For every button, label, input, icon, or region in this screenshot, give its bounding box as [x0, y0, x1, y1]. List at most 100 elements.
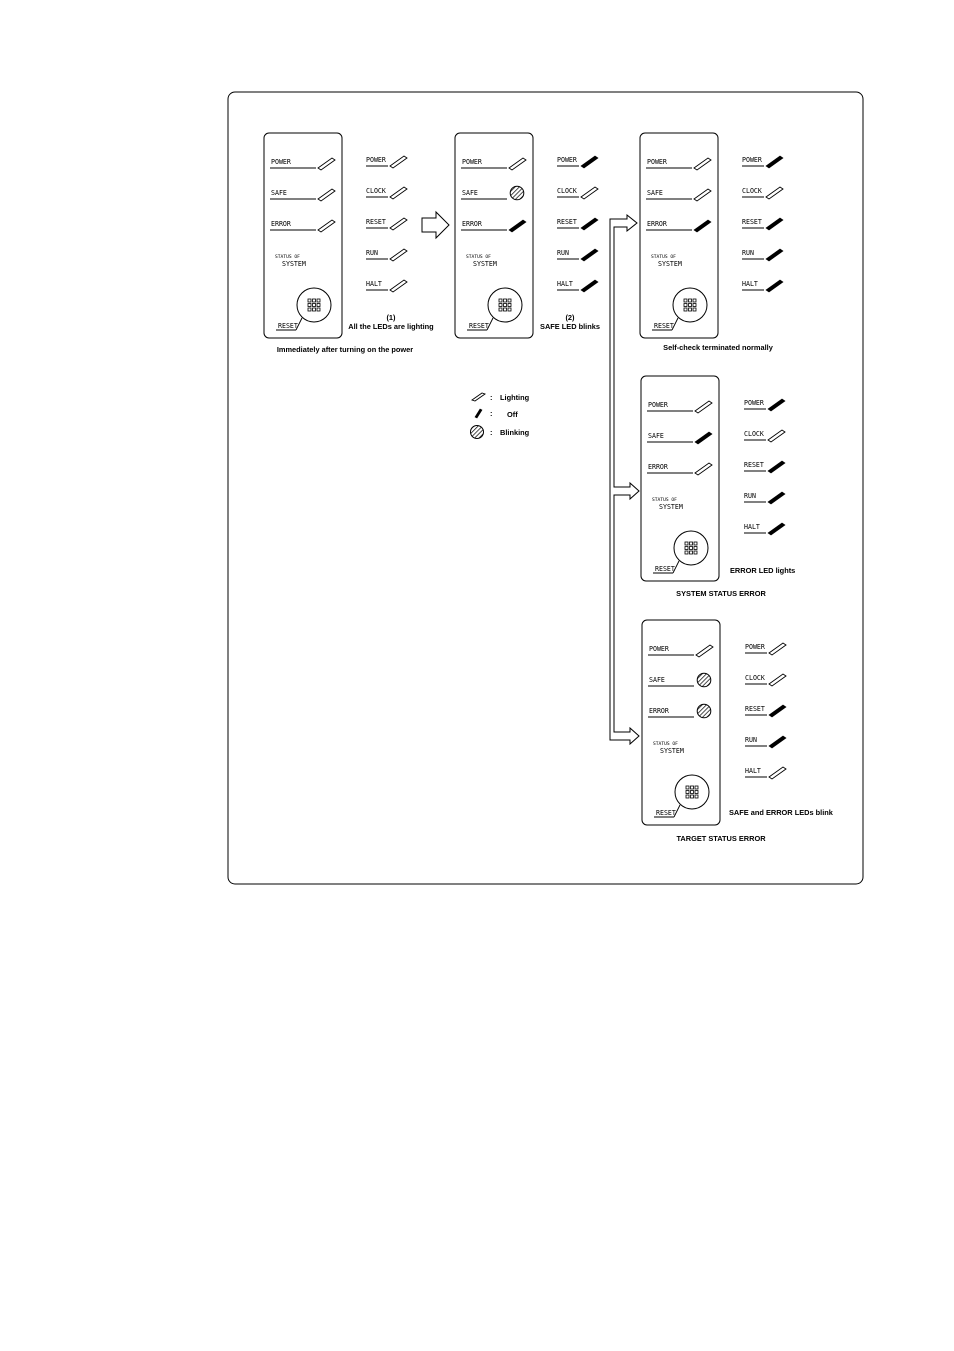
indicator-label: HALT: [557, 280, 573, 288]
reset-button: RESET: [652, 287, 708, 331]
panel-led-error-lighting-icon: [694, 462, 713, 476]
panel-label-safe: SAFE: [648, 432, 664, 440]
panel-label-error: ERROR: [647, 220, 667, 228]
indicator-label: RESET: [366, 218, 386, 226]
panel-status-of-label: STATUS OF: [652, 497, 677, 503]
indicator-label: POWER: [744, 399, 764, 407]
indicator-label: HALT: [744, 523, 760, 531]
legend-separator: :: [490, 428, 492, 437]
indicator-led-lighting-icon: [580, 186, 599, 200]
panel-reset-label: RESET: [656, 809, 676, 817]
panel-label-error: ERROR: [271, 220, 291, 228]
panel-led-error-off-icon: [693, 219, 712, 233]
panel-outline: [263, 132, 343, 339]
panel-system-label: SYSTEM: [659, 503, 683, 511]
panel-outline: [639, 132, 719, 339]
panel-led-safe-off-icon: [694, 431, 713, 445]
indicator-led-lighting-icon: [389, 155, 408, 169]
legend-separator: :: [490, 409, 492, 418]
indicator-led-off-icon: [765, 248, 784, 262]
panel-outline: [454, 132, 534, 339]
panel-led-safe-lighting-icon: [693, 188, 712, 202]
indicator-led-off-icon: [580, 279, 599, 293]
state-caption: TARGET STATUS ERROR: [676, 834, 766, 843]
legend-separator: :: [490, 393, 492, 402]
indicator-label: HALT: [366, 280, 382, 288]
state-side-caption: All the LEDs are lighting: [348, 322, 434, 331]
panel-led-power-lighting-icon: [695, 644, 714, 658]
indicator-led-lighting-icon: [389, 279, 408, 293]
indicator-led-off-icon: [767, 460, 786, 474]
legend-off-icon: [474, 408, 483, 419]
indicator-led-lighting-icon: [768, 673, 787, 687]
indicator-led-lighting-icon: [765, 186, 784, 200]
indicator-label: POWER: [366, 156, 386, 164]
indicator-label: RUN: [742, 249, 754, 257]
indicator-label: POWER: [742, 156, 762, 164]
step-number: (2): [565, 313, 575, 322]
state-side-caption: ERROR LED lights: [730, 566, 795, 575]
indicator-label: CLOCK: [366, 187, 386, 195]
panel-label-power: POWER: [648, 401, 668, 409]
indicator-label: CLOCK: [742, 187, 762, 195]
panel-label-safe: SAFE: [462, 189, 478, 197]
panel-reset-label: RESET: [469, 322, 489, 330]
step-number: (1): [386, 313, 396, 322]
panel-reset-label: RESET: [654, 322, 674, 330]
indicator-label: HALT: [745, 767, 761, 775]
indicator-label: RUN: [745, 736, 757, 744]
panel-led-safe-blinking-icon: [509, 185, 525, 201]
indicator-led-lighting-icon: [389, 248, 408, 262]
panel-led-error-blinking-icon: [696, 703, 712, 719]
indicator-label: CLOCK: [745, 674, 765, 682]
indicator-led-lighting-icon: [768, 766, 787, 780]
panel-system-label: SYSTEM: [282, 260, 306, 268]
panel-label-error: ERROR: [462, 220, 482, 228]
state-caption: Self-check terminated normally: [663, 343, 774, 352]
transition-arrow-1-to-2: [421, 210, 450, 240]
state-side-caption: SAFE LED blinks: [540, 322, 600, 331]
indicator-label: POWER: [557, 156, 577, 164]
indicator-label: RESET: [745, 705, 765, 713]
diagram-frame: [227, 91, 864, 885]
state-side-caption: SAFE and ERROR LEDs blink: [729, 808, 834, 817]
indicator-label: CLOCK: [744, 430, 764, 438]
panel-label-error: ERROR: [649, 707, 669, 715]
reset-button: RESET: [467, 287, 523, 331]
indicator-label: CLOCK: [557, 187, 577, 195]
panel-system-label: SYSTEM: [658, 260, 682, 268]
panel-outline: [640, 375, 720, 582]
branch-connector: [609, 213, 640, 746]
indicator-label: RUN: [744, 492, 756, 500]
indicator-led-off-icon: [580, 155, 599, 169]
panel-system-label: SYSTEM: [473, 260, 497, 268]
panel-reset-label: RESET: [278, 322, 298, 330]
legend-blinking-icon: [470, 425, 484, 439]
panel-led-safe-lighting-icon: [317, 188, 336, 202]
panel-label-power: POWER: [462, 158, 482, 166]
panel-led-power-lighting-icon: [317, 157, 336, 171]
indicator-led-off-icon: [768, 704, 787, 718]
panel-label-safe: SAFE: [649, 676, 665, 684]
indicator-led-off-icon: [767, 491, 786, 505]
panel-reset-label: RESET: [655, 565, 675, 573]
panel-led-error-off-icon: [508, 219, 527, 233]
indicator-led-lighting-icon: [767, 429, 786, 443]
state-caption: Immediately after turning on the power: [277, 345, 413, 354]
panel-label-error: ERROR: [648, 463, 668, 471]
indicator-label: RESET: [742, 218, 762, 226]
panel-led-power-lighting-icon: [508, 157, 527, 171]
state-caption: SYSTEM STATUS ERROR: [676, 589, 766, 598]
legend-lighting-label: Lighting: [500, 393, 530, 402]
